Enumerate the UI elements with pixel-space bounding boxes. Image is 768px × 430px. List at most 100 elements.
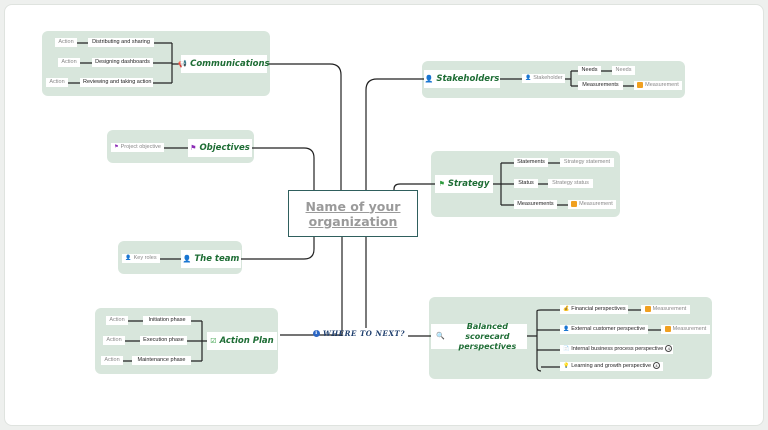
strategy-statement-label: Strategy statement [563,159,611,165]
action-plan-child-1-label: Initiation phase [148,317,186,323]
needs-value-label: Needs [615,67,632,73]
communications-child-1[interactable]: Distributing and sharing [88,38,154,47]
team-topic[interactable]: 👤 The team [181,250,241,268]
action-plan-title: Action Plan [219,336,274,346]
communications-child-2-label: Designing dashboards [95,59,150,65]
balanced-topic[interactable]: 🔍 Balanced scorecard perspectives [431,321,527,351]
measurement-icon [571,200,578,207]
megaphone-icon: 📢 [178,59,188,68]
action-tag[interactable]: Action [46,78,68,87]
magnifier-icon: 🔍 [436,333,445,340]
link-team [241,237,315,260]
action-tag-label: Action [61,59,77,65]
stakeholder-measurements-label: Measurements [582,82,619,88]
action-plan-child-2-label: Execution phase [143,337,184,343]
measurement-icon [637,81,644,88]
objectives-title: Objectives [199,143,250,153]
communications-child-3-label: Reviewing and taking action [83,79,152,85]
action-tag[interactable]: Action [58,58,80,67]
collapsed-count-badge[interactable]: 4 [653,362,661,370]
status-label: Status [518,180,534,186]
action-plan-child-2[interactable]: Execution phase [140,336,187,345]
internal-business-label: Internal business process perspective [571,346,664,352]
flag-icon: ⚑ [114,144,119,150]
communications-topic[interactable]: 📢 Communications [178,55,270,73]
stakeholder-node[interactable]: 👤Stakeholder [522,74,565,83]
measurement-label: Measurement [652,306,687,312]
strategy-statement-node[interactable]: Strategy statement [560,158,614,167]
communications-child-3[interactable]: Reviewing and taking action [80,78,153,87]
financial-perspectives-label: Financial perspectives [571,306,626,312]
strategy-measurements-label: Measurements [517,201,554,207]
communications-child-1-label: Distributing and sharing [92,39,150,45]
root-label: Name of your organization [305,198,401,229]
checkbox-icon: ☑ [210,336,217,345]
action-tag[interactable]: Action [55,38,77,47]
communications-title: Communications [190,59,270,69]
key-roles-label: Key roles [133,255,157,261]
measurement-label: Measurement [672,326,707,332]
action-tag[interactable]: Action [101,356,123,365]
action-plan-child-3-label: Maintenance phase [137,357,186,363]
link-objectives [252,147,315,190]
action-tag[interactable]: Action [103,336,125,345]
objectives-topic[interactable]: ⚑ Objectives [188,139,252,157]
link-stakeholders [365,78,424,190]
flag-icon: ⚑ [190,143,197,152]
project-objective-label: Project objective [120,144,161,150]
action-plan-child-3[interactable]: Maintenance phase [132,356,191,365]
external-customer-label: External customer perspective [571,326,646,332]
external-customer-node[interactable]: 👤External customer perspective [560,325,648,334]
measurement-node[interactable]: Measurement [661,325,710,334]
measurement-label: Measurement [579,201,613,207]
person-icon: 👤 [563,326,570,332]
strategy-status-label: Strategy status [552,180,589,186]
measurement-node[interactable]: Measurement [568,200,616,209]
action-tag-label: Action [106,337,122,343]
balanced-title-line1: Balanced scorecard [465,321,510,341]
project-objective-node[interactable]: ⚑Project objective [111,143,164,152]
collapsed-count-badge[interactable]: 4 [665,345,673,353]
communications-child-2[interactable]: Designing dashboards [92,58,153,67]
action-tag-label: Action [104,357,120,363]
measurement-label: Measurement [645,82,679,88]
measurement-node[interactable]: Measurement [634,81,682,90]
where-to-next-link[interactable]: i WHERE TO NEXT? [313,329,405,338]
financial-perspectives-node[interactable]: 💰Financial perspectives [560,305,628,314]
statements-label: Statements [517,159,545,165]
action-tag[interactable]: Action [106,316,128,325]
learning-growth-label: Learning and growth perspective [571,363,652,369]
needs-label: Needs [581,67,598,73]
link-strategy [393,183,435,190]
measurement-node[interactable]: Measurement [641,305,690,314]
status-node[interactable]: Status [514,179,538,188]
strategy-status-node[interactable]: Strategy status [548,179,593,188]
stakeholder-label: Stakeholder [533,75,563,81]
money-bag-icon: 💰 [563,306,570,312]
person-icon: 👤 [424,74,434,83]
needs-value[interactable]: Needs [612,66,635,75]
statements-node[interactable]: Statements [514,158,548,167]
flag-icon: ⚑ [438,179,445,188]
person-icon: 👤 [525,75,532,81]
strategy-topic[interactable]: ⚑ Strategy [435,175,493,193]
key-roles-node[interactable]: 👤Key roles [122,254,160,263]
action-plan-child-1[interactable]: Initiation phase [143,316,191,325]
stakeholders-title: Stakeholders [436,74,500,84]
root-topic[interactable]: Name of your organization [288,190,418,237]
action-plan-topic[interactable]: ☑ Action Plan [207,332,277,350]
stakeholders-topic[interactable]: 👤 Stakeholders [424,70,500,88]
needs-node[interactable]: Needs [578,66,601,75]
info-icon: i [313,330,320,337]
stakeholder-measurements-node[interactable]: Measurements [578,81,623,90]
document-icon: 📄 [563,346,570,352]
strategy-title: Strategy [447,179,490,189]
action-tag-label: Action [49,79,65,85]
strategy-measurements-node[interactable]: Measurements [514,200,557,209]
measurement-icon [644,305,651,312]
lightbulb-icon: 💡 [563,363,570,369]
